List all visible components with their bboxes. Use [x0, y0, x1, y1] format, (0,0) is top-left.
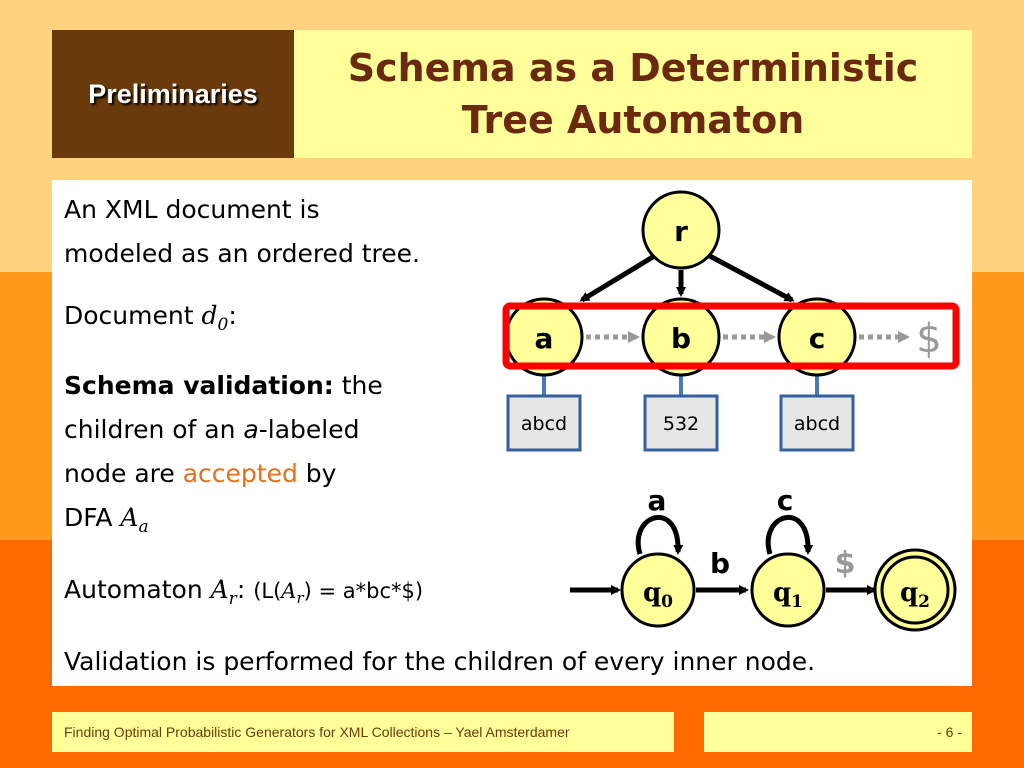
schema-text: by [297, 459, 337, 488]
node-c [777, 297, 857, 377]
schema-line-2: children of an a-labeled [64, 408, 383, 452]
intro-line-1: An XML document is [64, 195, 320, 224]
footer-title: Finding Optimal Probabilistic Generators… [52, 712, 674, 752]
end-marker: $ [916, 316, 941, 362]
footer-page: - 6 - [704, 712, 972, 752]
dfa-state-q1-label: q1 [773, 578, 803, 612]
dfa-state-q2 [880, 555, 950, 625]
document-word: Document [64, 301, 202, 330]
schema-italic-a: a [243, 415, 259, 444]
leaf-value-b: 532 [663, 413, 699, 435]
footer-title-text: Finding Optimal Probabilistic Generators… [64, 724, 570, 740]
automaton-var: A [210, 575, 229, 604]
validation-line: Validation is performed for the children… [64, 647, 816, 676]
schema-text: children of an [64, 415, 244, 444]
dfa-state-q2-label: q2 [900, 578, 930, 612]
section-badge: Preliminaries [52, 30, 294, 158]
dfa-loop-1 [765, 514, 814, 555]
lang-open: (L( [253, 579, 282, 603]
schema-rest: the [333, 371, 383, 400]
leaf-value-c: abcd [794, 413, 840, 435]
dfa-state-q0 [620, 552, 696, 628]
node-root-label: r [674, 215, 688, 248]
dfa-state-q0-label: q0 [643, 578, 673, 612]
node-root [641, 190, 721, 270]
automaton-colon: : [236, 575, 254, 604]
leaf-box-b [643, 394, 719, 452]
node-b [641, 297, 721, 377]
schema-line-1: Schema validation: the [64, 364, 383, 408]
automaton-line: Automaton Ar: (L(Ar) = a*bc*$) [64, 568, 423, 621]
node-b-label: b [671, 322, 691, 355]
document-label: Document d0: [64, 294, 237, 347]
accepted-word: accepted [182, 459, 298, 488]
dfa-loop-1-label: c [777, 484, 794, 517]
title-line-1: Schema as a Deterministic [347, 46, 919, 90]
node-c-label: c [809, 322, 826, 355]
slide-title: Schema as a Deterministic Tree Automaton [348, 42, 919, 146]
document-colon: : [228, 301, 237, 330]
title-line-2: Tree Automaton [461, 98, 805, 142]
section-label: Preliminaries [88, 78, 258, 109]
intro-paragraph: An XML document is modeled as an ordered… [64, 188, 420, 276]
dfa-loop-0 [635, 514, 684, 555]
dfa-edge-0-1-label: b [710, 547, 730, 580]
children-highlight-box [502, 302, 960, 370]
schema-text: node are [64, 459, 183, 488]
schema-text: -labeled [258, 415, 360, 444]
leaf-box-a [506, 394, 582, 452]
edge-r-c [706, 252, 795, 303]
dfa-state-q1 [750, 552, 826, 628]
schema-bold: Schema validation: [64, 371, 334, 400]
document-sub: 0 [217, 315, 229, 335]
dfa-loop-0-label: a [648, 484, 667, 517]
language-expr: (L(Ar) = a*bc*$) [253, 579, 424, 607]
lang-close: ) = a*bc*$) [303, 579, 424, 603]
edge-r-a [579, 252, 658, 303]
dfa-var: A [120, 503, 139, 532]
dfa-sub: a [138, 517, 149, 537]
dfa-edge-1-2-label: $ [835, 546, 856, 581]
content-panel: An XML document is modeled as an ordered… [52, 180, 972, 686]
leaf-value-a: abcd [521, 413, 567, 435]
automaton-sub: r [228, 589, 237, 609]
intro-line-2: modeled as an ordered tree. [64, 239, 420, 268]
schema-text: DFA [64, 503, 121, 532]
lang-sub: r [296, 589, 304, 608]
page-number: - 6 - [937, 724, 962, 740]
document-var: d [201, 301, 218, 330]
title-box: Schema as a Deterministic Tree Automaton [294, 30, 972, 158]
tree-and-dfa-diagram: r a b c $ abcd 532 abcd a c b $ q0 [502, 190, 960, 632]
node-a-label: a [535, 322, 554, 355]
schema-paragraph: Schema validation: the children of an a-… [64, 364, 383, 549]
automaton-word: Automaton [64, 575, 211, 604]
leaf-box-c [779, 394, 855, 452]
schema-line-3: node are accepted by [64, 452, 383, 496]
lang-var: A [281, 579, 297, 603]
schema-line-4: DFA Aa [64, 496, 383, 549]
